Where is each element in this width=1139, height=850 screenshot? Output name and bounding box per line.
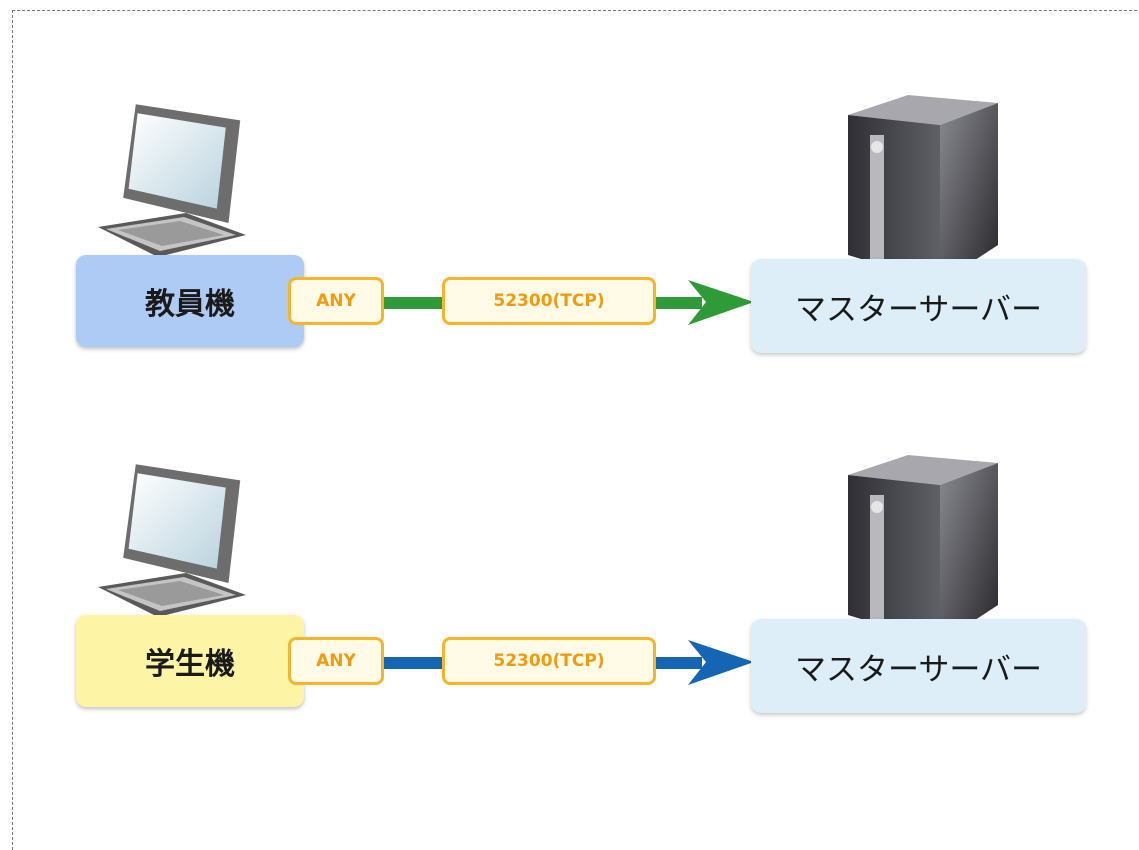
- teacher-dest-port-label: 52300(TCP): [493, 291, 605, 311]
- student-source-port-label: ANY: [316, 651, 356, 671]
- teacher-connection-row: 教員機 ANY 52300(TCP) マスターサーバー: [0, 95, 1139, 395]
- student-connection-row: 学生機 ANY 52300(TCP) マスターサーバー: [0, 455, 1139, 755]
- student-machine-box: 学生機: [76, 615, 304, 707]
- teacher-computer-icon: [98, 104, 246, 257]
- student-dest-port-label: 52300(TCP): [493, 651, 605, 671]
- teacher-source-port-label: ANY: [316, 291, 356, 311]
- teacher-server-icon: [848, 95, 998, 283]
- teacher-source-port-tag: ANY: [288, 277, 384, 325]
- student-master-server-box: マスターサーバー: [751, 619, 1086, 713]
- teacher-master-server-box: マスターサーバー: [751, 259, 1086, 353]
- teacher-machine-label: 教員機: [145, 287, 235, 322]
- student-master-server-label: マスターサーバー: [794, 651, 1043, 688]
- student-server-icon: [848, 455, 998, 643]
- student-computer-icon: [98, 464, 246, 617]
- teacher-machine-box: 教員機: [76, 255, 304, 347]
- student-dest-port-tag: 52300(TCP): [442, 637, 656, 685]
- teacher-master-server-label: マスターサーバー: [794, 291, 1043, 328]
- student-to-server-arrow: [384, 640, 754, 685]
- teacher-dest-port-tag: 52300(TCP): [442, 277, 656, 325]
- diagram-frame: [12, 10, 1139, 850]
- student-source-port-tag: ANY: [288, 637, 384, 685]
- teacher-to-server-arrow: [384, 280, 754, 325]
- student-machine-label: 学生機: [145, 647, 235, 682]
